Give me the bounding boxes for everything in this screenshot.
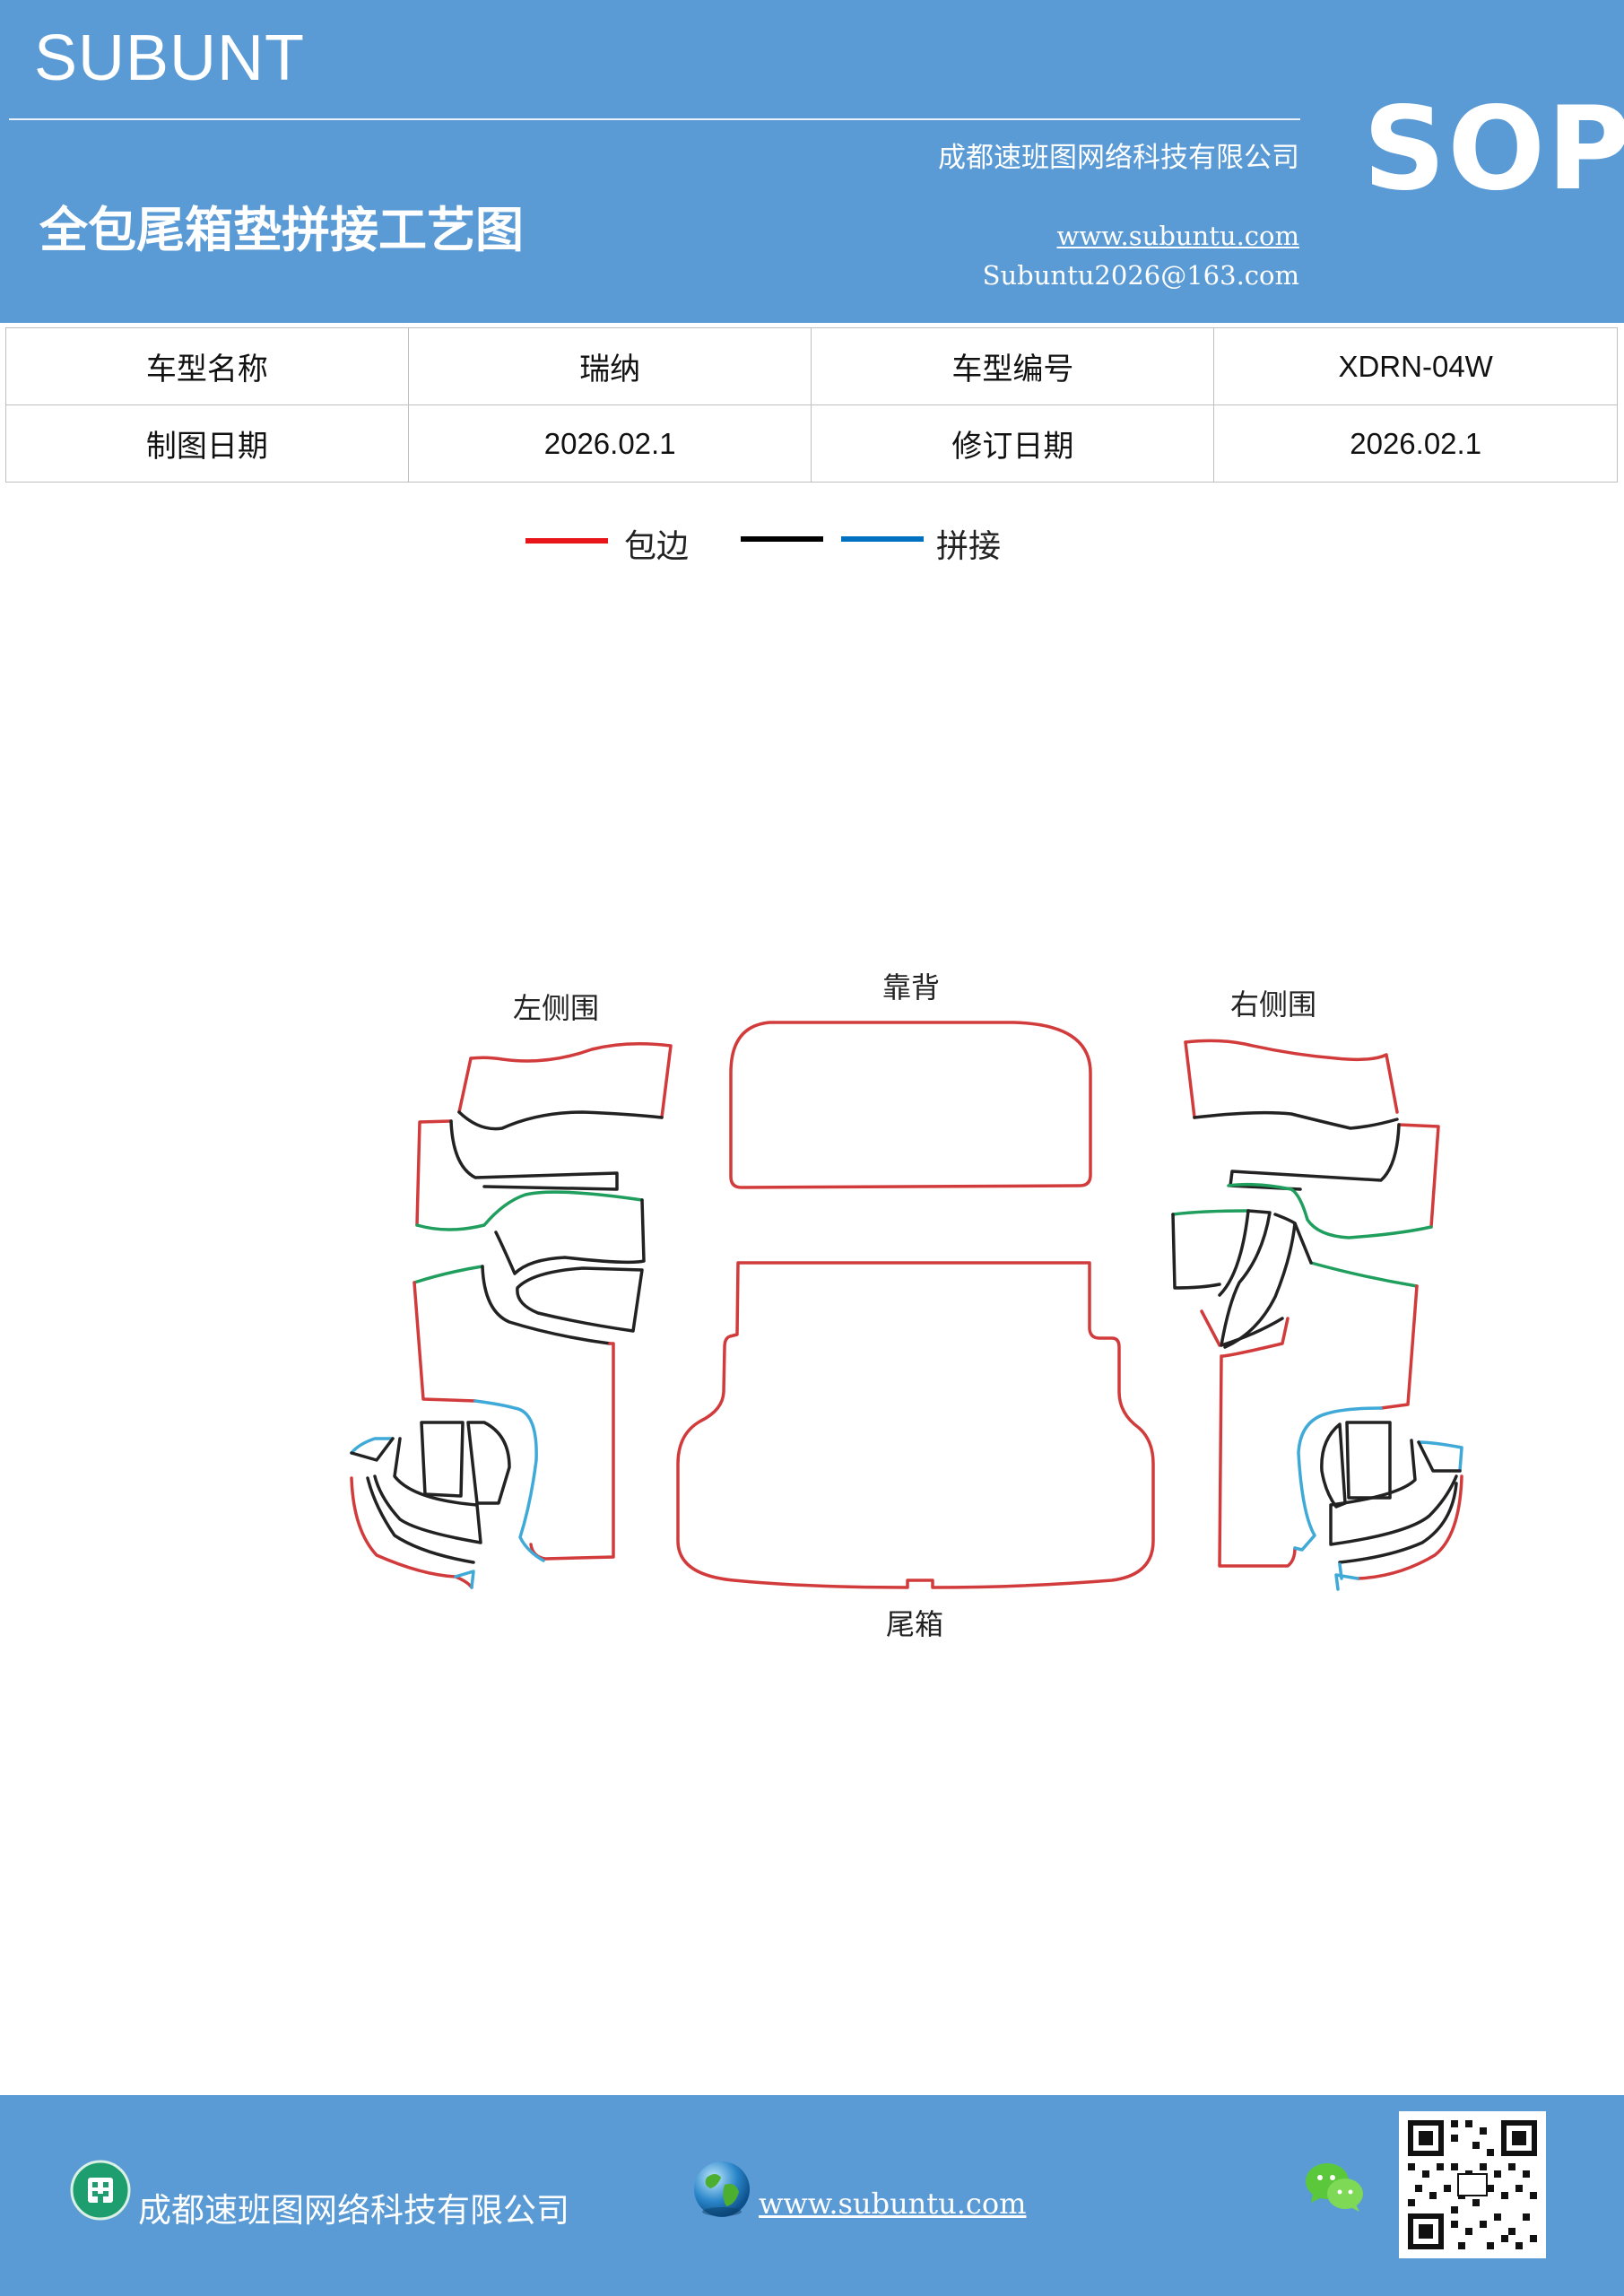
legend: 包边 拼接 bbox=[0, 520, 1624, 574]
table-cell: 制图日期 bbox=[5, 404, 409, 483]
label-right-side: 右侧围 bbox=[1230, 987, 1316, 1022]
table-cell: 修订日期 bbox=[811, 404, 1215, 483]
footer-website-link[interactable]: www.subuntu.com bbox=[759, 2187, 1027, 2221]
qr-code-pattern bbox=[1408, 2120, 1537, 2249]
header-divider bbox=[9, 118, 1300, 120]
header-email: Subuntu2026@163.com bbox=[982, 260, 1299, 291]
piece-right-side bbox=[1171, 1039, 1463, 1591]
table-cell: 2026.02.1 bbox=[407, 404, 812, 483]
sop-badge: SOP bbox=[1363, 83, 1624, 216]
footer-company: 成都速班图网络科技有限公司 bbox=[138, 2191, 569, 2230]
piece-trunk-floor bbox=[676, 1261, 1155, 1589]
trunk-mat-diagram: 左侧围 靠背 右侧围 尾箱 bbox=[350, 970, 1463, 1641]
brand-logo-text: SUBUNT bbox=[34, 22, 306, 94]
vehicle-info-table: 车型名称 瑞纳 车型编号 XDRN-04W 制图日期 2026.02.1 修订日… bbox=[5, 327, 1618, 483]
legend-swatch-blue bbox=[841, 536, 924, 542]
table-row: 制图日期 2026.02.1 修订日期 2026.02.1 bbox=[5, 404, 1618, 483]
table-cell: 瑞纳 bbox=[407, 327, 812, 405]
legend-label-splice: 拼接 bbox=[936, 528, 1002, 565]
piece-left-side bbox=[350, 1042, 673, 1589]
table-cell: 车型编号 bbox=[811, 327, 1215, 405]
building-icon bbox=[70, 2160, 131, 2221]
page-title: 全包尾箱垫拼接工艺图 bbox=[39, 202, 524, 258]
table-cell: 车型名称 bbox=[5, 327, 409, 405]
table-cell: XDRN-04W bbox=[1213, 327, 1618, 405]
header-company: 成都速班图网络科技有限公司 bbox=[938, 142, 1299, 174]
label-trunk: 尾箱 bbox=[886, 1607, 943, 1641]
legend-swatch-black bbox=[741, 536, 823, 542]
label-back: 靠背 bbox=[882, 970, 940, 1004]
legend-swatch-red bbox=[525, 538, 608, 544]
table-row: 车型名称 瑞纳 车型编号 XDRN-04W bbox=[5, 327, 1618, 405]
piece-backrest bbox=[729, 1021, 1092, 1189]
header-banner: SUBUNT 全包尾箱垫拼接工艺图 成都速班图网络科技有限公司 www.subu… bbox=[0, 0, 1624, 323]
globe-icon bbox=[694, 2161, 750, 2217]
legend-label-binding: 包边 bbox=[624, 528, 690, 565]
label-left-side: 左侧围 bbox=[513, 991, 599, 1025]
wechat-icon bbox=[1306, 2163, 1363, 2212]
footer-banner: 成都速班图网络科技有限公司 www.subuntu.com bbox=[0, 2095, 1624, 2296]
header-website-link[interactable]: www.subuntu.com bbox=[1056, 221, 1299, 251]
qr-code bbox=[1399, 2111, 1546, 2258]
table-cell: 2026.02.1 bbox=[1213, 404, 1618, 483]
